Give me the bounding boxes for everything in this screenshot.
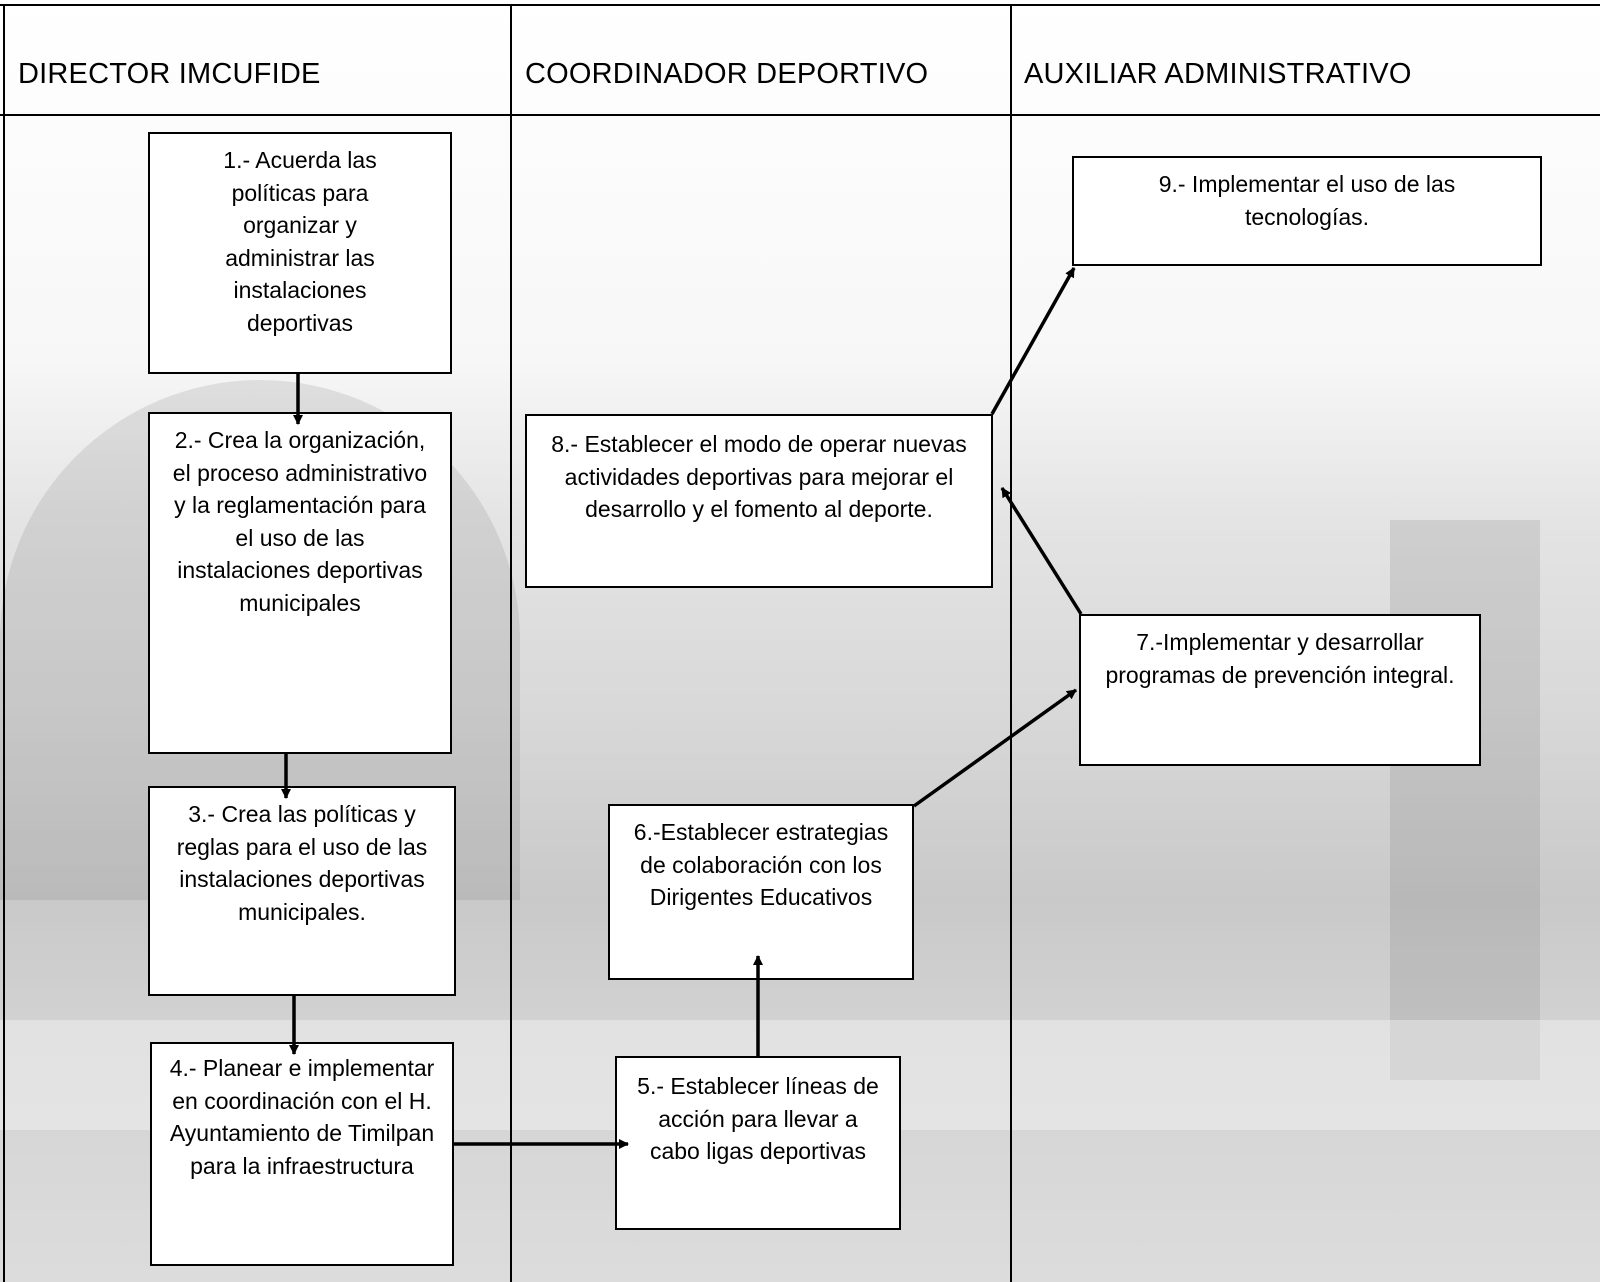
step-2-box: 2.- Crea la organización, el proceso adm…: [148, 412, 452, 754]
step-4-box: 4.- Planear e implementar en coordinació…: [150, 1042, 454, 1266]
lane-title-director: DIRECTOR IMCUFIDE: [18, 58, 321, 90]
step-6-box: 6.-Establecer estrategias de colaboració…: [608, 804, 914, 980]
lane-divider-1: [510, 4, 512, 1282]
step-3-box: 3.- Crea las políticas y reglas para el …: [148, 786, 456, 996]
background-tower: [1390, 520, 1540, 1080]
arrow-8-to-9: [990, 267, 1076, 415]
lane-divider-2: [1010, 4, 1012, 1282]
step-5-box: 5.- Establecer líneas de acción para lle…: [615, 1056, 901, 1230]
lane-title-coordinador: COORDINADOR DEPORTIVO: [525, 58, 929, 90]
step-1-box: 1.- Acuerda las políticas para organizar…: [148, 132, 452, 374]
top-border: [0, 4, 1600, 6]
step-7-box: 7.-Implementar y desarrollar programas d…: [1079, 614, 1481, 766]
arrow-6-to-7: [912, 688, 1078, 808]
step-9-box: 9.- Implementar el uso de las tecnología…: [1072, 156, 1542, 266]
left-border: [3, 4, 5, 1282]
step-8-box: 8.- Establecer el modo de operar nuevas …: [525, 414, 993, 588]
arrow-7-to-8: [1000, 487, 1083, 615]
header-divider: [0, 114, 1600, 116]
lane-title-auxiliar: AUXILIAR ADMINISTRATIVO: [1024, 58, 1412, 90]
